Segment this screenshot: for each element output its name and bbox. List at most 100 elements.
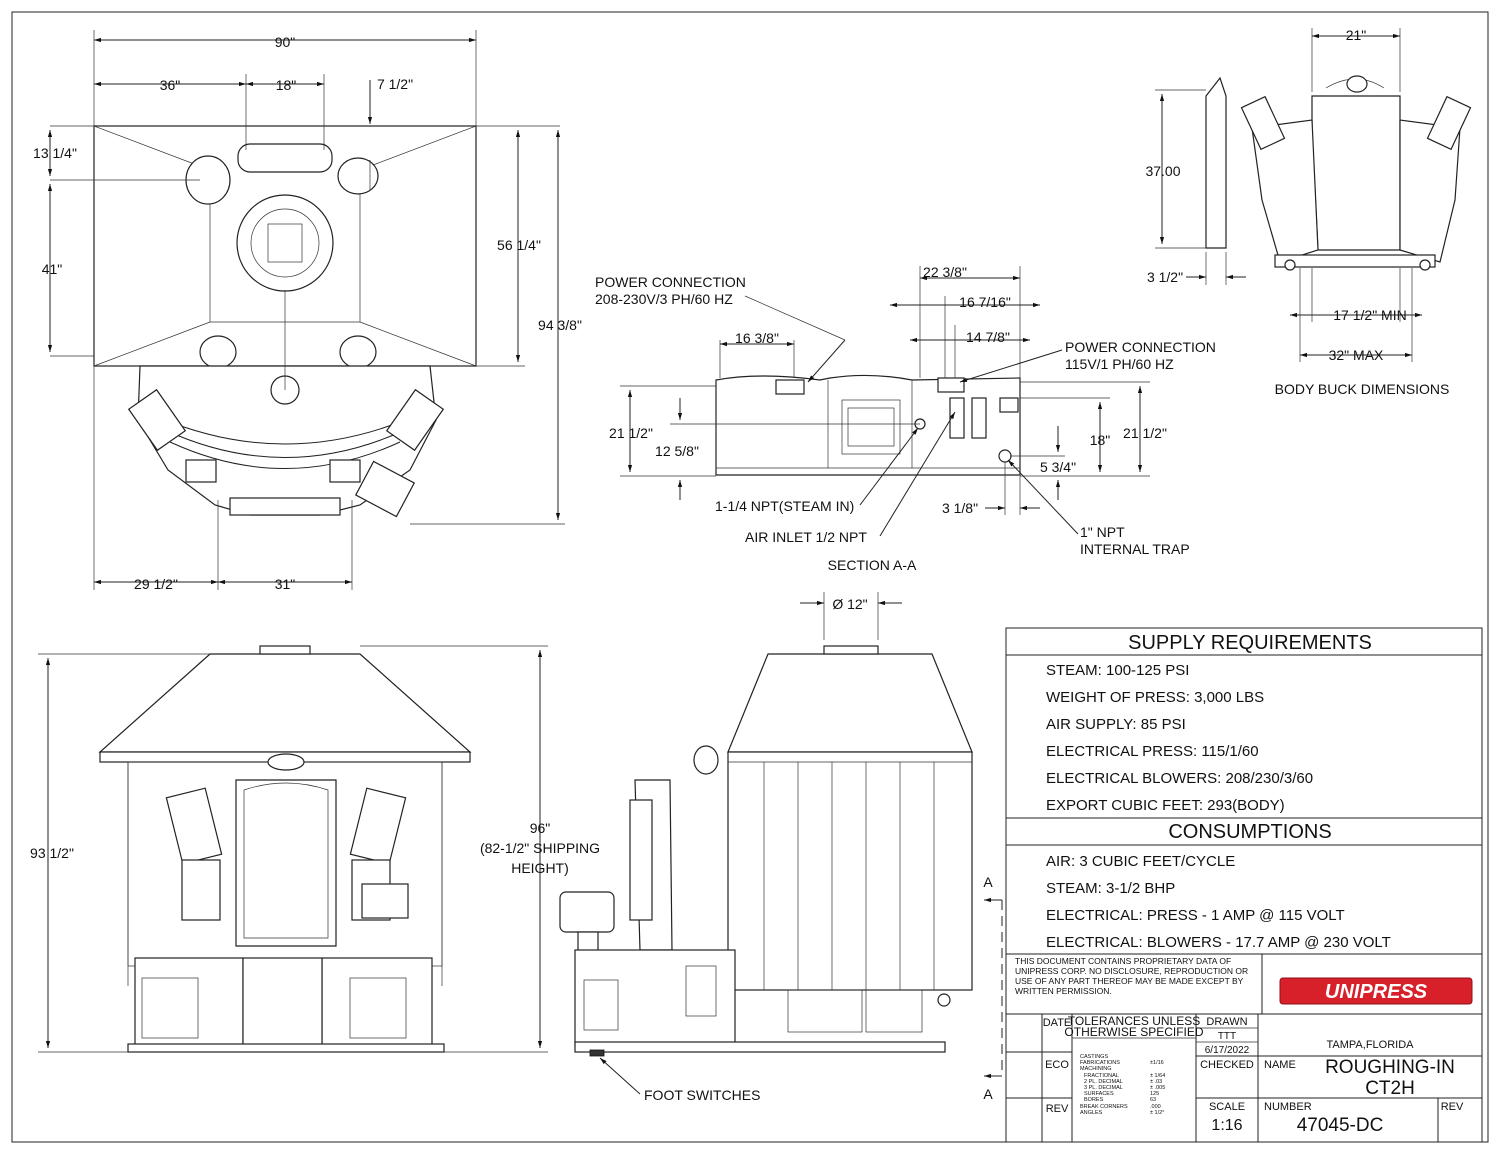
dim-3-125: 3 1/8" xyxy=(942,500,978,516)
section-marker-top: A xyxy=(983,874,993,890)
consumptions-title: CONSUMPTIONS xyxy=(1168,821,1331,843)
section-marker-bottom: A xyxy=(983,1086,993,1102)
supply-item: WEIGHT OF PRESS: 3,000 LBS xyxy=(1046,689,1264,706)
notice-line: UNIPRESS CORP. NO DISCLOSURE, REPRODUCTI… xyxy=(1015,966,1248,976)
drawing-number: 47045-DC xyxy=(1297,1115,1384,1136)
trap-label-1: 1" NPT xyxy=(1080,524,1125,540)
tol-name: 2 PL. DECIMAL xyxy=(1084,1079,1123,1085)
dim-dia-12: Ø 12" xyxy=(832,596,867,612)
dim-96-line2: (82-1/2" SHIPPING xyxy=(480,840,600,856)
supply-item: AIR SUPPLY: 85 PSI xyxy=(1046,716,1186,733)
notice-line: WRITTEN PERMISSION. xyxy=(1015,986,1112,996)
consumption-item: STEAM: 3-1/2 BHP xyxy=(1046,880,1175,897)
dim-13-25: 13 1/4" xyxy=(33,145,77,161)
dim-36: 36" xyxy=(160,77,181,93)
drawn-label: DRAWN xyxy=(1206,1016,1247,1028)
notice-line: THIS DOCUMENT CONTAINS PROPRIETARY DATA … xyxy=(1015,956,1231,966)
trap-label-2: INTERNAL TRAP xyxy=(1080,541,1190,557)
drawing-name-line-2: CT2H xyxy=(1365,1078,1415,1099)
requirements-table: SUPPLY REQUIREMENTS STEAM: 100-125 PSI W… xyxy=(1005,627,1483,955)
dim-22-375: 22 3/8" xyxy=(923,264,967,280)
tol-value: ± 1/2° xyxy=(1150,1110,1164,1116)
consumption-item: ELECTRICAL: PRESS - 1 AMP @ 115 VOLT xyxy=(1046,907,1345,924)
number-label: NUMBER xyxy=(1264,1101,1312,1113)
dim-3-5: 3 1/2" xyxy=(1147,269,1183,285)
title-block: THIS DOCUMENT CONTAINS PROPRIETARY DATA … xyxy=(1005,953,1483,1143)
plan-view: 90" 36" 18" 7 1/2" 13 1/4" 41" 56 1/4" 9… xyxy=(33,30,582,592)
supply-item: ELECTRICAL PRESS: 115/1/60 xyxy=(1046,743,1259,760)
tol-value: ± 1/64 xyxy=(1150,1073,1165,1079)
supply-item: EXPORT CUBIC FEET: 293(BODY) xyxy=(1046,797,1285,814)
dim-96-line3: HEIGHT) xyxy=(511,860,569,876)
dim-93-5: 93 1/2" xyxy=(30,845,74,861)
dim-5-75: 5 3/4" xyxy=(1040,459,1076,475)
dim-14-875: 14 7/8" xyxy=(966,329,1010,345)
scale-label: SCALE xyxy=(1209,1101,1245,1113)
tol-name: SURFACES xyxy=(1084,1091,1114,1097)
tol-value: .000 xyxy=(1150,1104,1161,1110)
side-view: Ø 12" FOOT SWITCHES A A xyxy=(559,592,1003,1103)
drawn-by: TTT xyxy=(1218,1031,1236,1042)
rev-column-label: REV xyxy=(1441,1101,1464,1113)
power-main-label-1: POWER CONNECTION xyxy=(595,274,746,290)
power-ctrl-label-2: 115V/1 PH/60 HZ xyxy=(1065,356,1174,372)
dim-32-max: 32" MAX xyxy=(1329,347,1384,363)
dim-18-section: 18" xyxy=(1090,432,1111,448)
scale-value: 1:16 xyxy=(1211,1117,1242,1134)
dim-16-375: 16 3/8" xyxy=(735,330,779,346)
dim-31: 31" xyxy=(275,576,296,592)
date-label: DATE xyxy=(1043,1017,1072,1029)
dim-41: 41" xyxy=(42,261,63,277)
air-inlet-label: AIR INLET 1/2 NPT xyxy=(745,529,867,545)
section-title: SECTION A-A xyxy=(828,557,917,573)
tol-name: MACHINING xyxy=(1080,1066,1111,1072)
dim-21: 21" xyxy=(1346,27,1367,43)
tol-name: FRACTIONAL xyxy=(1084,1073,1119,1079)
location: TAMPA,FLORIDA xyxy=(1327,1039,1415,1051)
body-buck: 37.00 3 1/2" 21" 17 1/2" MIN 32" MAX BOD… xyxy=(1145,27,1472,397)
dim-12-625: 12 5/8" xyxy=(655,443,699,459)
consumption-item: ELECTRICAL: BLOWERS - 17.7 AMP @ 230 VOL… xyxy=(1046,934,1391,951)
dim-56-25: 56 1/4" xyxy=(497,237,541,253)
dim-37: 37.00 xyxy=(1145,163,1180,179)
tol-value: 125 xyxy=(1150,1091,1159,1097)
dim-18: 18" xyxy=(276,77,297,93)
steam-in-label: 1-1/4 NPT(STEAM IN) xyxy=(715,498,854,514)
tol-value: 63 xyxy=(1150,1097,1156,1103)
drawn-date: 6/17/2022 xyxy=(1205,1045,1250,1056)
supply-title: SUPPLY REQUIREMENTS xyxy=(1128,632,1372,654)
section-a-a: POWER CONNECTION 208-230V/3 PH/60 HZ 16 … xyxy=(595,264,1216,573)
tol-name: ANGLES xyxy=(1080,1110,1103,1116)
consumption-item: AIR: 3 CUBIC FEET/CYCLE xyxy=(1046,853,1235,870)
supply-item: ELECTRICAL BLOWERS: 208/230/3/60 xyxy=(1046,770,1313,787)
dim-7-5: 7 1/2" xyxy=(377,76,413,92)
checked-label: CHECKED xyxy=(1200,1059,1254,1071)
power-ctrl-label-1: POWER CONNECTION xyxy=(1065,339,1216,355)
dim-21-5-right: 21 1/2" xyxy=(1123,425,1167,441)
dim-96-line1: 96" xyxy=(530,820,551,836)
dim-29-5: 29 1/2" xyxy=(134,576,178,592)
drawing-name-line-1: ROUGHING-IN xyxy=(1325,1057,1455,1078)
tol-name: 3 PL. DECIMAL xyxy=(1084,1085,1123,1091)
tol-value: ± .03 xyxy=(1150,1079,1162,1085)
notice-line: USE OF ANY PART THEREOF MAY BE MADE EXCE… xyxy=(1015,976,1244,986)
power-main-label-2: 208-230V/3 PH/60 HZ xyxy=(595,291,733,307)
unipress-logo xyxy=(1279,977,1473,1005)
tol-name: FABRICATIONS xyxy=(1080,1060,1120,1066)
tolerance-line-1: TOLERANCES UNLESS xyxy=(1068,1014,1201,1028)
tol-name: BREAK CORNERS xyxy=(1080,1104,1128,1110)
dim-16-4375: 16 7/16" xyxy=(959,294,1011,310)
dim-overall-width: 90" xyxy=(275,34,296,50)
tol-name: CASTINGS xyxy=(1080,1054,1108,1060)
dim-94-375: 94 3/8" xyxy=(538,317,582,333)
tol-value: ±1/16 xyxy=(1150,1060,1164,1066)
tolerance-line-2: OTHERWISE SPECIFIED xyxy=(1064,1025,1203,1039)
tol-name: BORES xyxy=(1084,1097,1104,1103)
body-buck-title: BODY BUCK DIMENSIONS xyxy=(1275,381,1450,397)
rev-label: REV xyxy=(1046,1103,1069,1115)
tol-value: ± .005 xyxy=(1150,1085,1165,1091)
front-view: 93 1/2" 96" (82-1/2" SHIPPING HEIGHT) xyxy=(30,645,600,1053)
name-label: NAME xyxy=(1264,1059,1296,1071)
unipress-logo-text: UNIPRESS xyxy=(1325,981,1428,1003)
